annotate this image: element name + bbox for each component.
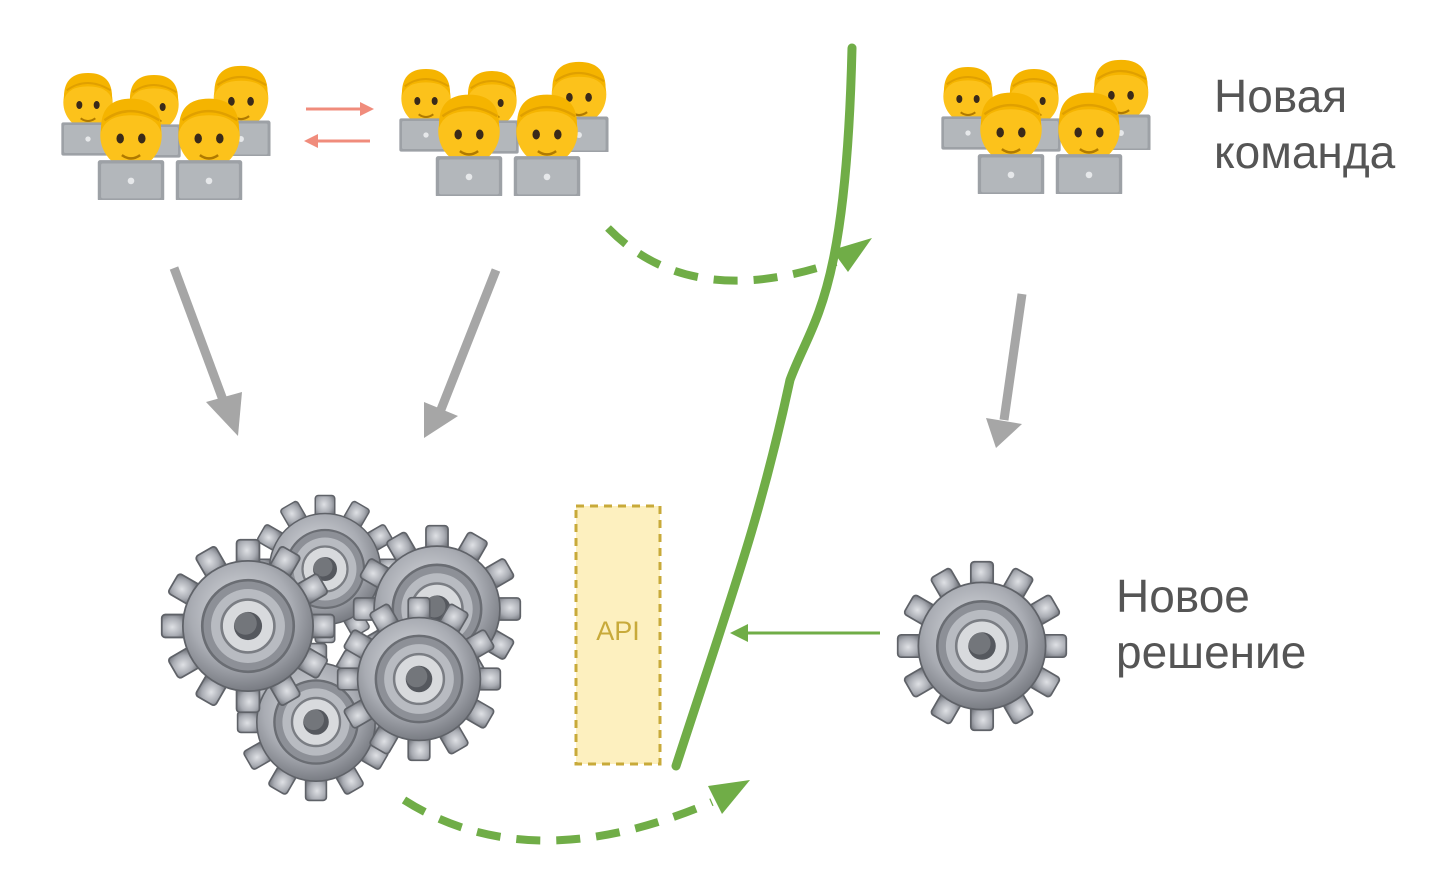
legacy-gear-cluster bbox=[160, 494, 522, 802]
green-dashed-arrows bbox=[401, 225, 872, 845]
exchange-arrows bbox=[304, 102, 374, 148]
solution-arrow bbox=[730, 624, 880, 642]
legacy-team-a bbox=[61, 66, 270, 202]
boundary-line bbox=[671, 43, 857, 771]
new-solution-gear bbox=[896, 560, 1068, 732]
gray-arrows bbox=[169, 266, 1027, 448]
legacy-team-b bbox=[399, 62, 608, 198]
new-solution-label-line2: решение bbox=[1116, 626, 1307, 678]
api-label: API bbox=[596, 616, 640, 646]
new-solution-label: Новое решение bbox=[1116, 568, 1306, 680]
new-team-label-line1: Новая bbox=[1214, 70, 1348, 122]
new-team-label-line2: команда bbox=[1214, 126, 1396, 178]
api-box bbox=[574, 504, 662, 766]
new-solution-label-line1: Новое bbox=[1116, 570, 1250, 622]
new-team-group bbox=[941, 60, 1150, 196]
new-team-label: Новая команда bbox=[1214, 68, 1395, 180]
